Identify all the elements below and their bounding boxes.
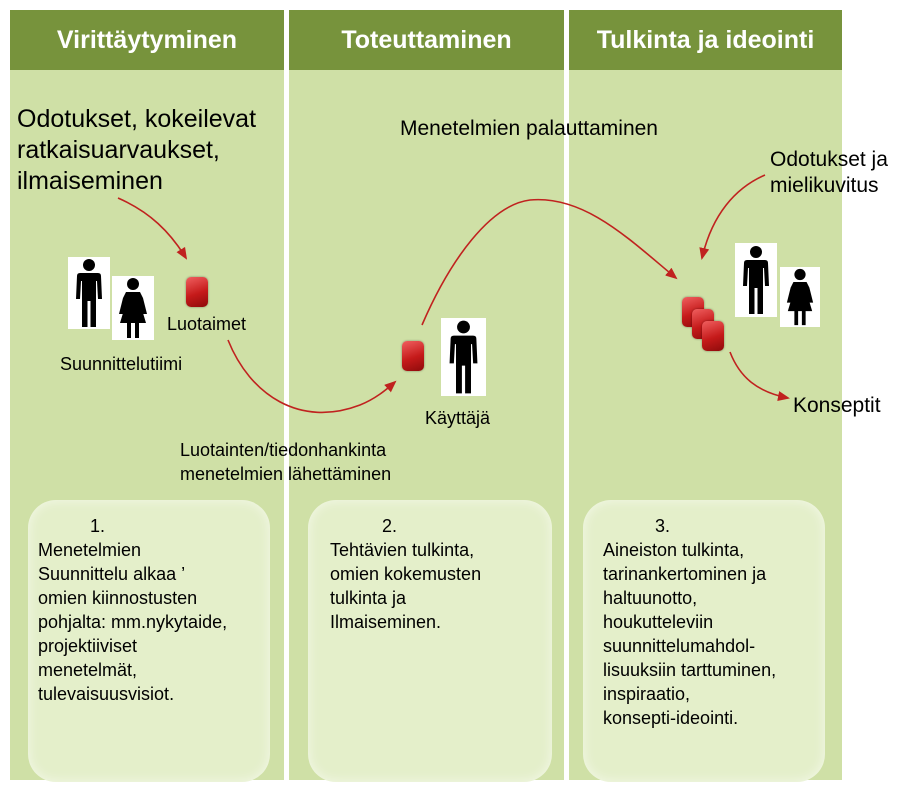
label-suunnittelutiimi: Suunnittelutiimi [60, 354, 183, 374]
header-toteuttaminen: Toteuttaminen [289, 10, 564, 70]
box-2-number: 2. [382, 516, 398, 536]
box-1-line: tulevaisuusvisiot. [38, 684, 175, 704]
box-3-line: lisuuksiin tarttuminen, [603, 660, 777, 680]
box-1-line: omien kiinnostusten [38, 588, 198, 608]
box-1-line: Menetelmien [38, 540, 142, 560]
description-box-2: 2. Tehtävien tulkinta, omien kokemusten … [308, 500, 552, 782]
box-3-line: tarinankertominen ja [603, 564, 767, 584]
label-line: ratkaisuarvaukset, [17, 136, 220, 164]
label-line: ilmaiseminen [17, 167, 163, 195]
male-person-icon [68, 257, 110, 329]
label-line: Luotainten/tiedonhankinta [180, 440, 387, 460]
label-kayttaja: Käyttäjä [425, 408, 491, 428]
box-3-number: 3. [655, 516, 671, 536]
box-1-line: pohjalta: mm.nykytaide, [38, 612, 228, 632]
label-menetelmien-lahettaminen: Luotainten/tiedonhankinta menetelmien lä… [180, 438, 391, 486]
box-2-line: Ilmaiseminen. [330, 612, 442, 632]
label-konseptit: Konseptit [793, 394, 881, 417]
label-luotaimet: Luotaimet [167, 314, 247, 334]
label-odotukset-kokeilevat: Odotukset, kokeilevat ratkaisuarvaukset,… [17, 104, 256, 197]
label-line: menetelmien lähettäminen [180, 464, 392, 484]
description-box-3: 3. Aineiston tulkinta, tarinankertominen… [583, 500, 825, 782]
box-1-line: projektiiviset [38, 636, 138, 656]
box-2-line: Tehtävien tulkinta, [330, 540, 475, 560]
box-3-line: haltuunotto, [603, 588, 698, 608]
probe-card-icon [402, 341, 424, 371]
female-person-icon [112, 276, 154, 340]
returned-card-icon [702, 321, 724, 351]
box-2-line: omien kokemusten [330, 564, 482, 584]
box-2-line: tulkinta ja [330, 588, 407, 608]
box-3-line: konsepti-ideointi. [603, 708, 739, 728]
box-3-line: inspiraatio, [603, 684, 691, 704]
box-3-line: suunnittelumahdol- [603, 636, 756, 656]
box-1-number: 1. [90, 516, 106, 536]
label-odotukset-ja-mielikuvitus: Odotukset ja mielikuvitus [770, 147, 888, 199]
male-person-icon [735, 243, 777, 317]
label-line: Odotukset, kokeilevat [17, 105, 257, 133]
box-1-line: Suunnittelu alkaa ’ [38, 564, 186, 584]
box-3-line: Aineiston tulkinta, [603, 540, 745, 560]
label-line: mielikuvitus [770, 174, 879, 197]
probe-card-icon [186, 277, 208, 307]
header-tulkinta-ja-ideointi: Tulkinta ja ideointi [569, 10, 842, 70]
female-person-icon [780, 267, 820, 327]
label-line: Odotukset ja [770, 148, 888, 171]
label-menetelmien-palauttaminen: Menetelmien palauttaminen [400, 117, 658, 140]
box-3-line: houkutteleviin [603, 612, 714, 632]
description-box-1: 1. Menetelmien Suunnittelu alkaa ’ omien… [28, 500, 270, 782]
user-person-icon [441, 318, 486, 396]
box-1-line: menetelmät, [38, 660, 138, 680]
header-virittaytyminen: Virittäytyminen [10, 10, 284, 70]
